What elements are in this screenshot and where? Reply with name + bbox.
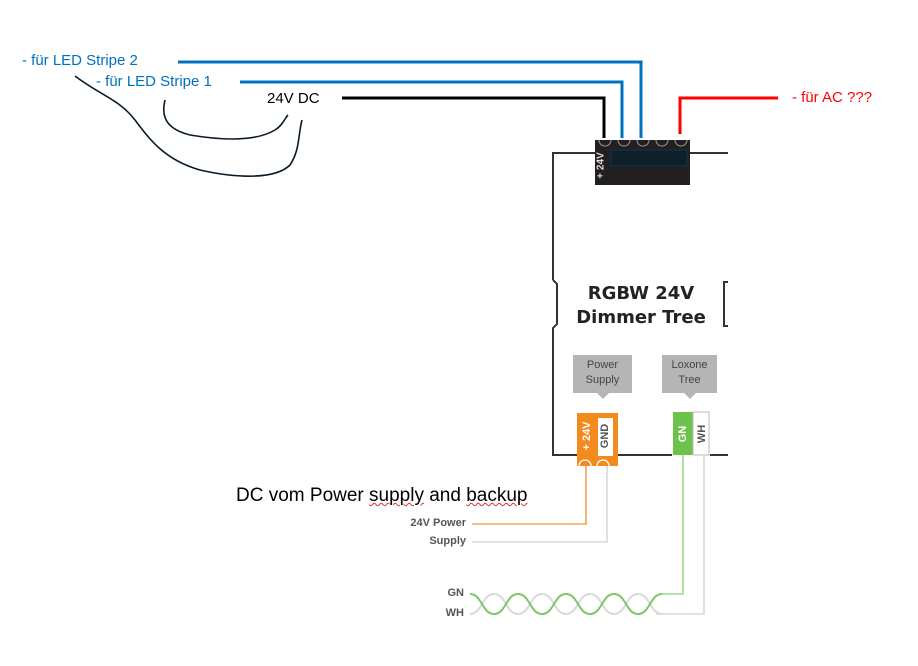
twisted-pair: [469, 592, 663, 616]
wire-tree-gn: [662, 455, 684, 595]
output-terminal-label: + 24V: [595, 152, 607, 179]
wire-supply-24v: [472, 466, 587, 525]
tag-tree-line1: Loxone: [671, 359, 708, 371]
pin-gnd: GND: [599, 423, 611, 449]
device-title-line2: Dimmer Tree: [576, 307, 706, 328]
twisted-wire-wh: [469, 592, 663, 616]
terminal-window: [610, 149, 688, 167]
pin-plus-24v: + 24V: [581, 421, 593, 451]
label-led-stripe-2: - für LED Stripe 2: [22, 52, 138, 69]
tag-loxone-tree: Loxone Tree: [662, 355, 717, 399]
output-terminal-block: [592, 126, 692, 185]
device-title: RGBW 24V Dimmer Tree: [562, 282, 720, 330]
wire-led-stripe-1: [240, 80, 624, 138]
wire-supply-gnd: [472, 466, 608, 543]
label-led-stripe-1: - für LED Stripe 1: [96, 73, 212, 90]
label-wh: WH: [445, 607, 464, 617]
wire-tree-wh: [656, 455, 705, 615]
tree-terminal: [673, 411, 710, 456]
handdrawn-curve-inner: [163, 99, 289, 140]
tag-power-supply: Power Supply: [573, 355, 632, 399]
tag-tree-line2: Tree: [678, 374, 701, 386]
power-terminal: [577, 413, 618, 467]
label-dc-supply: DC vom Power supply and backup: [236, 485, 528, 507]
pin-gn: GN: [677, 425, 689, 443]
label-dc-supply-mid: and: [423, 485, 467, 506]
label-dc-supply-word2: backup: [466, 485, 528, 506]
wire-ac: [678, 96, 778, 134]
pin-wh: WH: [696, 424, 708, 444]
wire-led-stripe-2: [178, 60, 643, 138]
label-dc-supply-prefix: DC vom Power: [236, 485, 370, 506]
twisted-wire-gn: [469, 592, 663, 616]
label-ac: - für AC ???: [792, 89, 873, 106]
label-supply-line1: 24V Power: [410, 517, 466, 529]
tag-power-line1: Power: [586, 359, 619, 371]
device-title-line1: RGBW 24V: [587, 283, 695, 304]
label-gn: GN: [447, 587, 465, 599]
tag-power-line2: Supply: [585, 374, 620, 386]
wire-24v-dc: [342, 96, 606, 138]
label-24v-dc: 24V DC: [267, 90, 320, 107]
handdrawn-curve-outer: [74, 75, 303, 177]
label-dc-supply-word1: supply: [369, 485, 424, 506]
label-supply-line2: Supply: [429, 535, 466, 547]
device-outline: [552, 152, 728, 456]
